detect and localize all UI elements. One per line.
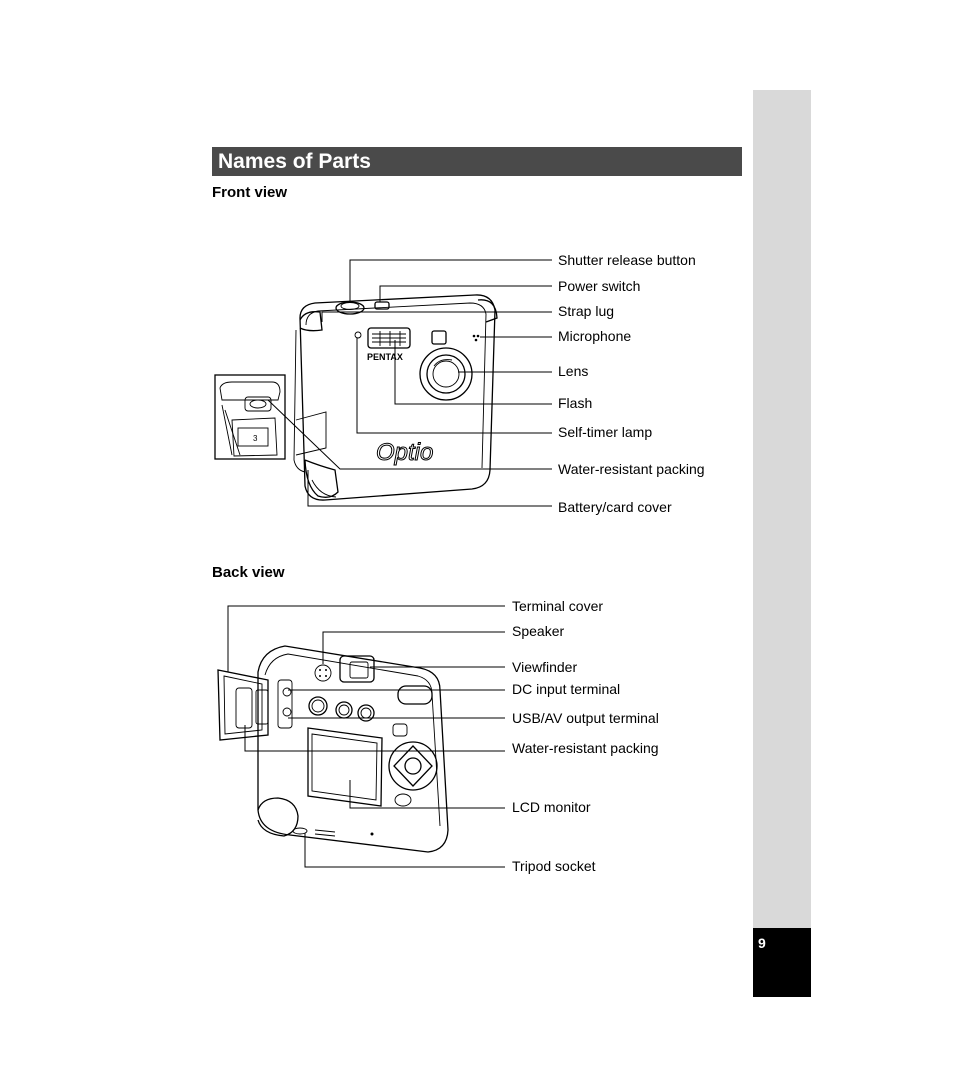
label-microphone: Microphone xyxy=(558,328,632,344)
label-dc-input-terminal: DC input terminal xyxy=(512,681,621,697)
page-number: 9 xyxy=(758,935,766,951)
label-shutter-release-button: Shutter release button xyxy=(558,252,696,268)
label-lcd-monitor: LCD monitor xyxy=(512,799,591,815)
label-self-timer-lamp: Self-timer lamp xyxy=(558,424,653,440)
label-usb-av-output-terminal: USB/AV output terminal xyxy=(512,710,659,726)
page-number-tab xyxy=(753,928,811,997)
model-logo: Optio xyxy=(376,439,433,466)
label-water-resistant-packing-back: Water-resistant packing xyxy=(512,740,659,756)
label-flash: Flash xyxy=(558,395,593,411)
label-battery-card-cover: Battery/card cover xyxy=(558,499,672,515)
back-view-leader-lines xyxy=(227,605,505,868)
label-viewfinder: Viewfinder xyxy=(512,659,578,675)
side-thumb-strip xyxy=(753,90,811,928)
back-view-heading: Back view xyxy=(212,564,285,581)
label-tripod-socket: Tripod socket xyxy=(512,858,596,874)
label-strap-lug: Strap lug xyxy=(558,303,615,319)
label-lens: Lens xyxy=(558,363,589,379)
front-view-heading: Front view xyxy=(212,184,288,201)
label-terminal-cover: Terminal cover xyxy=(512,598,604,614)
brand-logo: PENTAX xyxy=(367,352,403,362)
page-title-bar: Names of Parts xyxy=(212,147,742,176)
svg-text:3: 3 xyxy=(253,434,258,443)
label-water-resistant-packing-front: Water-resistant packing xyxy=(558,461,705,477)
page-title: Names of Parts xyxy=(218,150,371,173)
back-camera-illustration xyxy=(217,645,449,853)
label-speaker: Speaker xyxy=(512,623,565,639)
front-view-leader-lines xyxy=(267,259,552,507)
label-power-switch: Power switch xyxy=(558,278,641,294)
front-camera-illustration: PENTAX Optio 3 xyxy=(214,294,498,501)
